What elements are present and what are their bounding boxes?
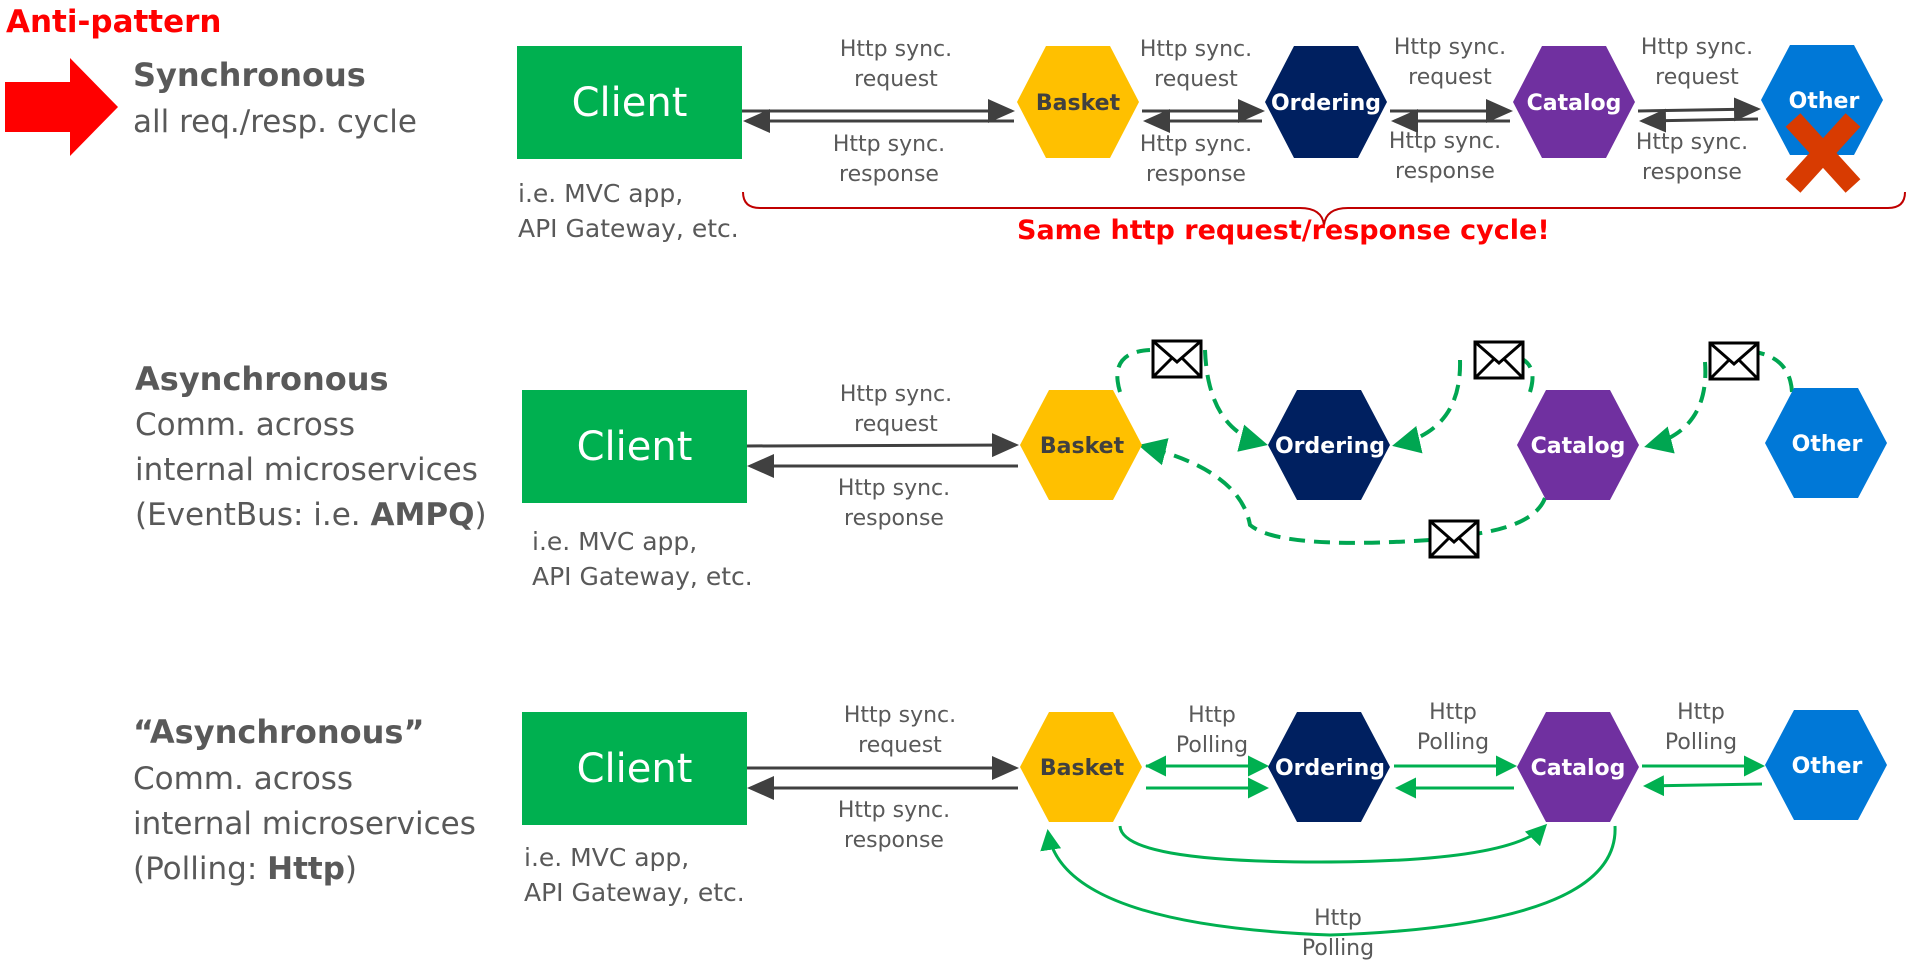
hex-basket-async[interactable]: [1020, 390, 1142, 500]
envelope-icon: [1473, 340, 1525, 380]
sync-resp-label: Http sync.response: [1635, 130, 1749, 185]
hex-basket-polling[interactable]: [1020, 712, 1142, 822]
hex-basket-sync-label: Basket: [1036, 91, 1121, 116]
row-sync-arrows: [742, 97, 1761, 133]
sync-req-label: Http sync.request: [1640, 35, 1754, 90]
async-line-1: Comm. across: [135, 407, 356, 443]
client-box-async[interactable]: Client: [522, 390, 747, 503]
hex-other-polling[interactable]: [1765, 710, 1887, 820]
sync-req-label: Http sync.request: [1139, 37, 1253, 92]
hex-catalog-async-label: Catalog: [1531, 434, 1626, 459]
hex-basket-sync[interactable]: [1017, 46, 1139, 158]
client-box-polling[interactable]: Client: [522, 712, 747, 825]
hex-ordering-sync-label: Ordering: [1271, 91, 1381, 116]
hex-other-async[interactable]: [1765, 388, 1887, 498]
polling-arrows: [1040, 755, 1765, 937]
event-bus-paths: [1115, 348, 1794, 545]
async-line-3: (EventBus: i.e. AMPQ): [135, 497, 487, 533]
async-line-2: internal microservices: [135, 452, 478, 488]
sync-req-label: Http sync.request: [1393, 35, 1507, 90]
hex-basket-polling-label: Basket: [1040, 756, 1125, 781]
client-async-sub-2: API Gateway, etc.: [532, 562, 753, 591]
polling-line-3: (Polling: Http): [133, 851, 358, 887]
hex-other-polling-label: Other: [1792, 754, 1863, 779]
hex-other-async-label: Other: [1792, 432, 1863, 457]
hex-catalog-sync[interactable]: [1513, 46, 1635, 158]
polling-req-label: Http sync.request: [843, 703, 957, 758]
client-async-sub-1: i.e. MVC app,: [532, 527, 698, 556]
polling-resp-label: Http sync.response: [837, 798, 951, 853]
polling-line-2: internal microservices: [133, 806, 476, 842]
hex-catalog-async[interactable]: [1517, 390, 1639, 500]
polling-title: “Asynchronous”: [133, 713, 425, 751]
sync-title: Synchronous: [133, 56, 366, 94]
envelope-icon: [1428, 519, 1480, 559]
sync-resp-label: Http sync.response: [832, 132, 946, 187]
cycle-note: Same http request/response cycle!: [1017, 215, 1550, 246]
hex-catalog-sync-label: Catalog: [1527, 91, 1622, 116]
hex-ordering-async-label: Ordering: [1275, 434, 1385, 459]
async-resp-label: Http sync.response: [837, 476, 951, 531]
polling-line-1: Comm. across: [133, 761, 354, 797]
client-polling-sub-2: API Gateway, etc.: [524, 878, 745, 907]
failure-cross-icon: [1785, 113, 1861, 193]
hex-ordering-async[interactable]: [1268, 390, 1390, 500]
async-req-label: Http sync.request: [839, 382, 953, 437]
envelope-icon: [1708, 341, 1760, 381]
envelope-icon: [1151, 339, 1203, 379]
client-sync-sub-2: API Gateway, etc.: [518, 214, 739, 243]
cycle-brace: [742, 191, 1906, 226]
hex-catalog-polling[interactable]: [1517, 712, 1639, 822]
row-polling-http-arrows: [746, 756, 1019, 800]
client-sync-sub-1: i.e. MVC app,: [518, 179, 684, 208]
row-async-arrows: [745, 433, 1019, 478]
hex-other-sync-label: Other: [1789, 89, 1860, 114]
anti-pattern-arrow: [5, 58, 118, 156]
hex-catalog-polling-label: Catalog: [1531, 756, 1626, 781]
hex-ordering-polling-label: Ordering: [1275, 756, 1385, 781]
sync-req-label: Http sync.request: [839, 37, 953, 92]
hex-ordering-sync[interactable]: [1265, 46, 1387, 158]
async-title: Asynchronous: [135, 360, 389, 398]
client-box-sync[interactable]: Client: [517, 46, 742, 159]
hex-basket-async-label: Basket: [1040, 434, 1125, 459]
sync-subtitle: all req./resp. cycle: [133, 104, 417, 140]
anti-pattern-label: Anti-pattern: [6, 4, 222, 40]
hex-ordering-polling[interactable]: [1268, 712, 1390, 822]
client-polling-sub-1: i.e. MVC app,: [524, 843, 690, 872]
sync-resp-label: Http sync.response: [1388, 129, 1502, 184]
sync-resp-label: Http sync.response: [1139, 132, 1253, 187]
